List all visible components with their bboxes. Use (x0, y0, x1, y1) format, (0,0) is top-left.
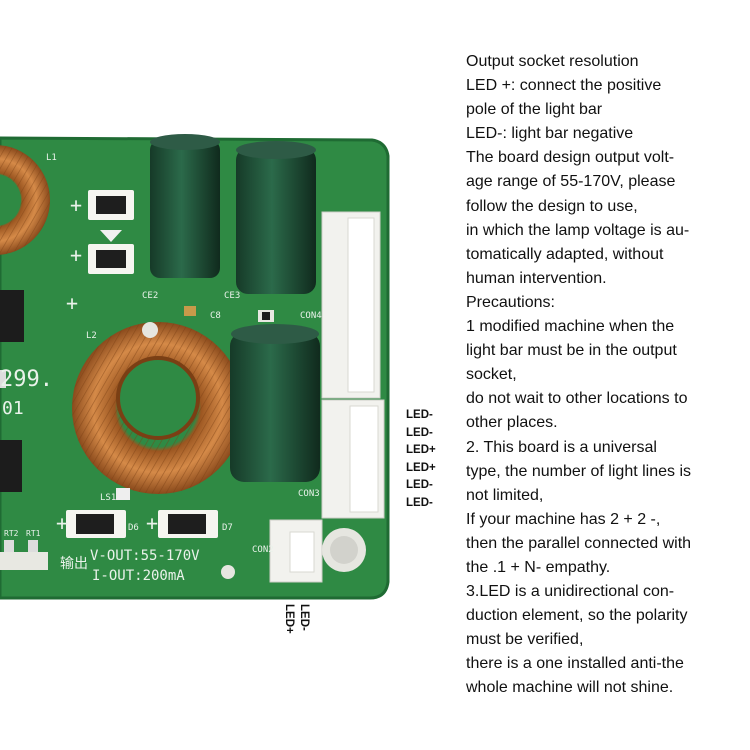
description-line: must be verified, (466, 631, 584, 649)
description-line: If your machine has 2 + 2 -, (466, 510, 661, 528)
description-line: then the parallel connected with (466, 534, 692, 552)
description-line: LED-: light bar negative (466, 125, 634, 143)
description-line: there is a one installed anti-the (466, 655, 684, 673)
svg-text:+: + (146, 511, 158, 535)
svg-text:+: + (70, 193, 82, 217)
description-line: other places. (466, 414, 558, 432)
connector-pin-label: LED+ (406, 444, 436, 457)
connector-pin-label: LED- (406, 479, 433, 492)
connector-pin-label: LED- (406, 409, 433, 421)
diode-group (88, 190, 134, 274)
silk-con2: CON2 (252, 545, 274, 555)
connector-con3 (321, 399, 385, 519)
connector-pin-label: LED- (406, 496, 433, 509)
description-line: tomatically adapted, without (466, 245, 664, 263)
silk-l2: L2 (86, 331, 97, 341)
connector-con2 (269, 519, 323, 583)
svg-text:+: + (56, 511, 68, 535)
description-line: in which the lamp voltage is au- (466, 221, 690, 239)
svg-text:+: + (66, 291, 78, 315)
description-line: Output socket resolution (466, 53, 639, 70)
board-number: 299. (0, 367, 53, 392)
description-line: human intervention. (466, 269, 607, 287)
silk-l1: L1 (46, 153, 57, 163)
description-line: light bar must be in the output (466, 342, 677, 360)
silk-output-cn: 输出 (60, 556, 88, 572)
connector-pin-labels: LED- LED- LED+ LED+ LED- LED- (406, 407, 436, 513)
svg-text:+: + (70, 243, 82, 267)
silk-ce3: CE3 (224, 291, 240, 301)
small-connector-label: LED+ (283, 604, 295, 634)
small-connector-label: LED- (298, 604, 310, 631)
mounting-holes (142, 322, 366, 579)
description-line: 2. This board is a universal (466, 438, 657, 456)
smd-parts (0, 306, 274, 570)
description-line: 1 modified machine when the (466, 318, 675, 336)
small-connector-pin-labels: LED- LED+ (282, 604, 312, 634)
description-line: The board design output volt- (466, 149, 675, 167)
silk-rt2: RT2 (4, 529, 19, 538)
silk-con4: CON4 (300, 311, 322, 321)
silkscreen: 299. 01 输出 V-OUT:55-170V I-OUT:200mA L1 … (0, 153, 322, 584)
silk-d7: D7 (222, 523, 233, 533)
description-line: whole machine will not shine. (466, 679, 674, 697)
silk-ce2: CE2 (142, 291, 158, 301)
capacitor-ce1 (230, 324, 320, 482)
inductor-l2 (72, 322, 244, 494)
connector-pin-label: LED+ (406, 461, 436, 474)
capacitor-ce2 (150, 134, 220, 278)
description-line: 3.LED is a unidirectional con- (466, 583, 675, 601)
connector-pin-label: LED- (406, 426, 433, 439)
description-line: do not wait to other locations to (466, 390, 688, 408)
silk-iout: I-OUT:200mA (92, 568, 185, 584)
description-line: follow the design to use, (466, 197, 638, 215)
description-line: LED +: connect the positive (466, 77, 662, 95)
capacitor-ce3 (236, 141, 316, 294)
silk-con3: CON3 (298, 489, 320, 499)
silk-ls1: LS1 (100, 493, 116, 503)
left-ics (0, 290, 24, 492)
silk-d6: D6 (128, 523, 139, 533)
board-rev: 01 (2, 398, 24, 419)
description-line: Precautions: (466, 293, 555, 311)
description-line: type, the number of light lines is (466, 462, 692, 480)
description-line: duction element, so the polarity (466, 607, 688, 625)
description-line: socket, (466, 366, 517, 384)
description-line: the .1 + N- empathy. (466, 558, 611, 576)
inductor-l1 (0, 145, 50, 255)
connector-con4 (321, 211, 381, 399)
silk-rt1: RT1 (26, 529, 41, 538)
description-line: age range of 55-170V, please (466, 173, 676, 191)
silk-c8: C8 (210, 311, 221, 321)
description-line: not limited, (466, 486, 544, 504)
silk-vout: V-OUT:55-170V (90, 548, 200, 564)
description-line: pole of the light bar (466, 101, 603, 119)
